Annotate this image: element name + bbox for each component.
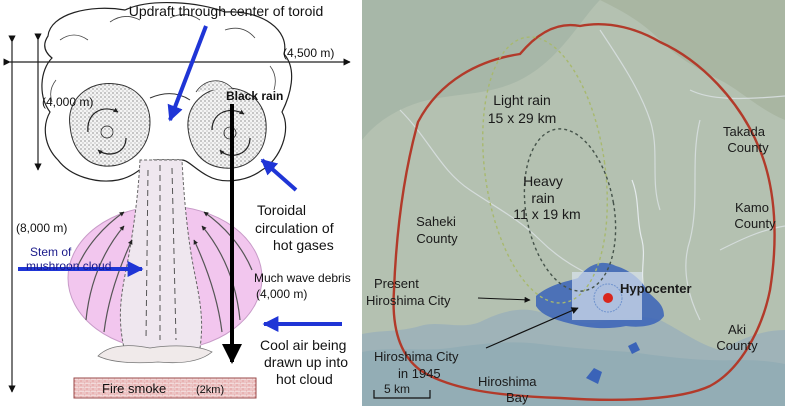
- blue-arrows: [18, 25, 342, 332]
- toroidal-arrow: [260, 158, 298, 192]
- aki-line1: Aki: [728, 322, 746, 337]
- height-left-label: (4,000 m): [42, 95, 93, 109]
- panel-divider: [355, 0, 362, 406]
- cool-air-line1: Cool air being: [260, 337, 346, 353]
- hypocenter-label: Hypocenter: [620, 281, 692, 296]
- stem-line2: mushroon cloud: [26, 259, 111, 273]
- heavy-rain-line1: Heavy: [523, 173, 563, 189]
- fire-smoke-text: Fire smoke: [102, 381, 166, 396]
- updraft-arrow: [167, 25, 208, 122]
- mushroom-cloud-diagram: Fire smoke (2km): [41, 2, 293, 399]
- fire-smoke-box: [73, 377, 257, 399]
- fire-smoke-size: (2km): [196, 384, 224, 396]
- heavy-rain-line3: 11 x 19 km: [513, 206, 580, 222]
- cool-air-line3: hot cloud: [276, 371, 333, 387]
- light-rain-line2: 15 x 29 km: [488, 110, 556, 126]
- takada-line2: County: [727, 140, 769, 155]
- saheki-line1: Saheki: [416, 214, 456, 229]
- width-label: (4,500 m): [283, 46, 334, 60]
- kamo-line1: Kamo: [735, 200, 769, 215]
- heavy-rain-line2: rain: [531, 190, 554, 206]
- scale-bar: [373, 390, 431, 399]
- map-sea: [362, 342, 785, 406]
- city-1945-line2: in 1945: [398, 366, 441, 381]
- bay-line2: Bay: [506, 390, 529, 405]
- toroidal-line3: hot gases: [273, 237, 334, 253]
- hiroshima-rain-map: Light rain 15 x 29 km Heavy rain 11 x 19…: [362, 0, 785, 406]
- present-city-leader: [477, 296, 531, 303]
- debris-line2: (4,000 m): [256, 287, 307, 301]
- kamo-line2: County: [734, 216, 776, 231]
- heavy-rain-ellipse: [523, 128, 617, 292]
- debris-line1: Much wave debris: [254, 271, 351, 285]
- toroid-left: [69, 83, 151, 167]
- scale-label: 5 km: [384, 382, 410, 396]
- rain-boundary: [392, 23, 776, 402]
- cloud-stem: [119, 159, 203, 349]
- takada-line1: Takada: [723, 124, 766, 139]
- cool-air-line2: drawn up into: [264, 354, 348, 370]
- saheki-line2: County: [416, 231, 458, 246]
- stem-line1: Stem of: [30, 245, 72, 259]
- city-1945-leader: [485, 307, 579, 349]
- hypocenter-dot: [603, 293, 613, 303]
- city-1945-line1: Hiroshima City: [374, 349, 459, 364]
- dimension-lines: [3, 33, 351, 393]
- light-rain-ellipse: [482, 36, 608, 304]
- bay-line1: Hiroshima: [478, 374, 537, 389]
- light-rain-line1: Light rain: [493, 92, 551, 108]
- present-city-line1: Present: [374, 276, 419, 291]
- updraft-title: Updraft through center of toroid: [129, 3, 324, 19]
- total-height-label: (8,000 m): [16, 221, 67, 235]
- toroidal-line2: circulation of: [255, 220, 334, 236]
- present-city-line2: Hiroshima City: [366, 293, 451, 308]
- black-rain-label: Black rain: [226, 89, 283, 103]
- toroidal-line1: Toroidal: [257, 202, 306, 218]
- aki-line2: County: [716, 338, 758, 353]
